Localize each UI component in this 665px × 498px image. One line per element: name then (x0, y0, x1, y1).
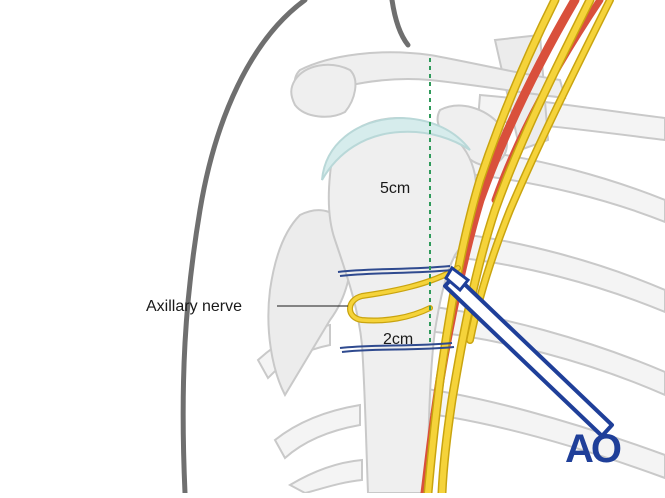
rib-left-2 (275, 405, 360, 458)
rib-left-3 (290, 460, 362, 493)
distance-label-2cm: 2cm (383, 331, 413, 348)
axillary-nerve-label: Axillary nerve (146, 298, 242, 315)
neck-contour (392, 0, 408, 45)
ao-logo: AO (565, 427, 621, 471)
acromion (291, 65, 355, 117)
distance-label-5cm: 5cm (380, 180, 410, 197)
